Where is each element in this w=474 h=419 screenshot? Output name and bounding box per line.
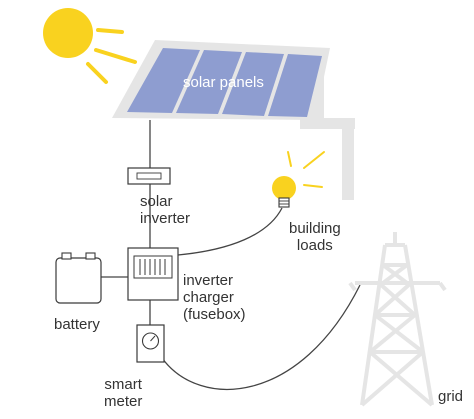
light-bulb-icon	[272, 151, 325, 208]
inverter-charger-label: inverter charger (fusebox)	[183, 272, 246, 323]
solar-panels-label: solar panels	[183, 74, 264, 91]
solar-inverter-icon	[127, 167, 171, 185]
battery-icon	[55, 252, 102, 304]
solar-inverter-label: solar inverter	[140, 193, 191, 227]
building-loads-label: building loads	[289, 220, 341, 254]
wires	[101, 120, 361, 391]
solar-panel-icon	[112, 40, 355, 200]
fusebox-icon	[127, 247, 179, 301]
smart-meter-label: smart meter	[104, 376, 143, 410]
smart-meter-icon	[136, 324, 165, 363]
grid-label: grid	[438, 388, 464, 405]
sun-icon	[43, 8, 137, 84]
transmission-tower-icon	[348, 232, 447, 407]
battery-label: battery	[54, 316, 100, 333]
